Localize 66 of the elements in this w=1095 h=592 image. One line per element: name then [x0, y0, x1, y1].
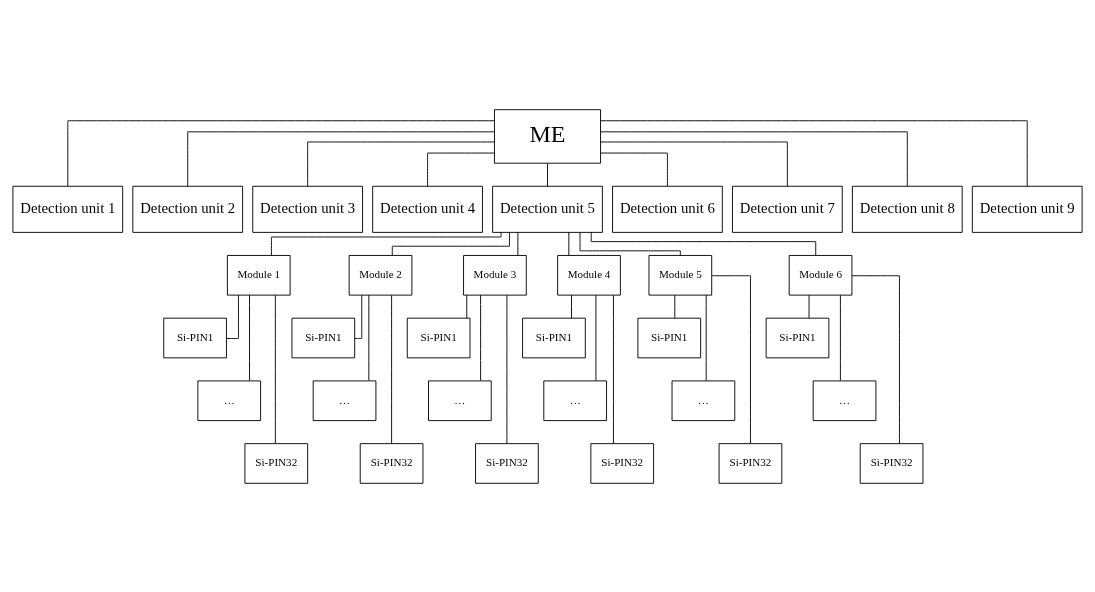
node-box: …	[197, 379, 262, 421]
connector	[568, 231, 570, 256]
node-box: …	[812, 379, 877, 421]
node-box: Detection unit 7	[732, 185, 843, 233]
connector	[600, 141, 788, 187]
node-box: Detection unit 8	[851, 185, 963, 233]
node-box: Module 5	[648, 254, 713, 296]
connector	[480, 294, 482, 381]
node-box: Detection unit 9	[971, 185, 1083, 233]
node-box: Si-PIN1	[637, 317, 702, 358]
connector	[674, 294, 676, 319]
node-box: Si-PIN32	[718, 442, 783, 484]
node-box: Si-PIN1	[406, 317, 471, 358]
connector	[711, 274, 751, 444]
connector	[600, 130, 908, 187]
connector	[354, 294, 363, 339]
node-box: Si-PIN32	[859, 442, 924, 484]
node-box: Si-PIN32	[590, 442, 655, 484]
connector	[391, 294, 393, 444]
connector	[613, 294, 614, 444]
connector	[547, 162, 548, 187]
node-box: Si-PIN32	[475, 442, 539, 484]
connector	[249, 294, 250, 381]
node-box: Si-PIN1	[765, 317, 830, 358]
connector	[571, 294, 572, 319]
connector	[517, 231, 519, 256]
node-box: Detection unit 2	[132, 185, 244, 233]
node-box: Module 1	[226, 254, 291, 296]
connector	[579, 231, 681, 256]
connector	[271, 231, 502, 256]
node-box: Si-PIN32	[244, 442, 309, 484]
connector	[705, 294, 707, 381]
node-box: Module 4	[557, 254, 621, 296]
node-box: Detection unit 6	[612, 185, 723, 233]
node-box: Si-PIN32	[359, 442, 424, 484]
node-box: ME	[494, 108, 601, 164]
node-box: Detection unit 4	[372, 185, 483, 233]
node-box: Detection unit 3	[252, 185, 363, 233]
connector	[839, 294, 841, 381]
connector	[600, 152, 668, 187]
node-box: Si-PIN1	[291, 317, 356, 358]
node-box: …	[312, 379, 377, 421]
connector	[466, 294, 468, 319]
node-box: Si-PIN1	[163, 317, 227, 358]
connector	[226, 294, 239, 339]
connector	[307, 141, 495, 187]
connector	[427, 152, 495, 187]
node-box: Si-PIN1	[522, 317, 586, 358]
node-box: Detection unit 5	[492, 185, 603, 233]
connector	[808, 294, 810, 319]
node-box: Module 6	[788, 254, 853, 296]
node-box: …	[428, 379, 492, 421]
node-box: Detection unit 1	[12, 185, 124, 233]
connector	[595, 294, 597, 381]
node-box: …	[543, 379, 607, 421]
connector	[851, 274, 900, 444]
node-box: …	[671, 379, 736, 421]
connector	[600, 119, 1028, 186]
node-box: Module 3	[463, 254, 527, 296]
connector	[368, 294, 370, 381]
connector	[187, 130, 495, 187]
connector	[67, 119, 495, 186]
node-box: Module 2	[348, 254, 413, 296]
connector	[391, 231, 510, 256]
connector	[274, 294, 276, 444]
connector	[506, 294, 508, 444]
